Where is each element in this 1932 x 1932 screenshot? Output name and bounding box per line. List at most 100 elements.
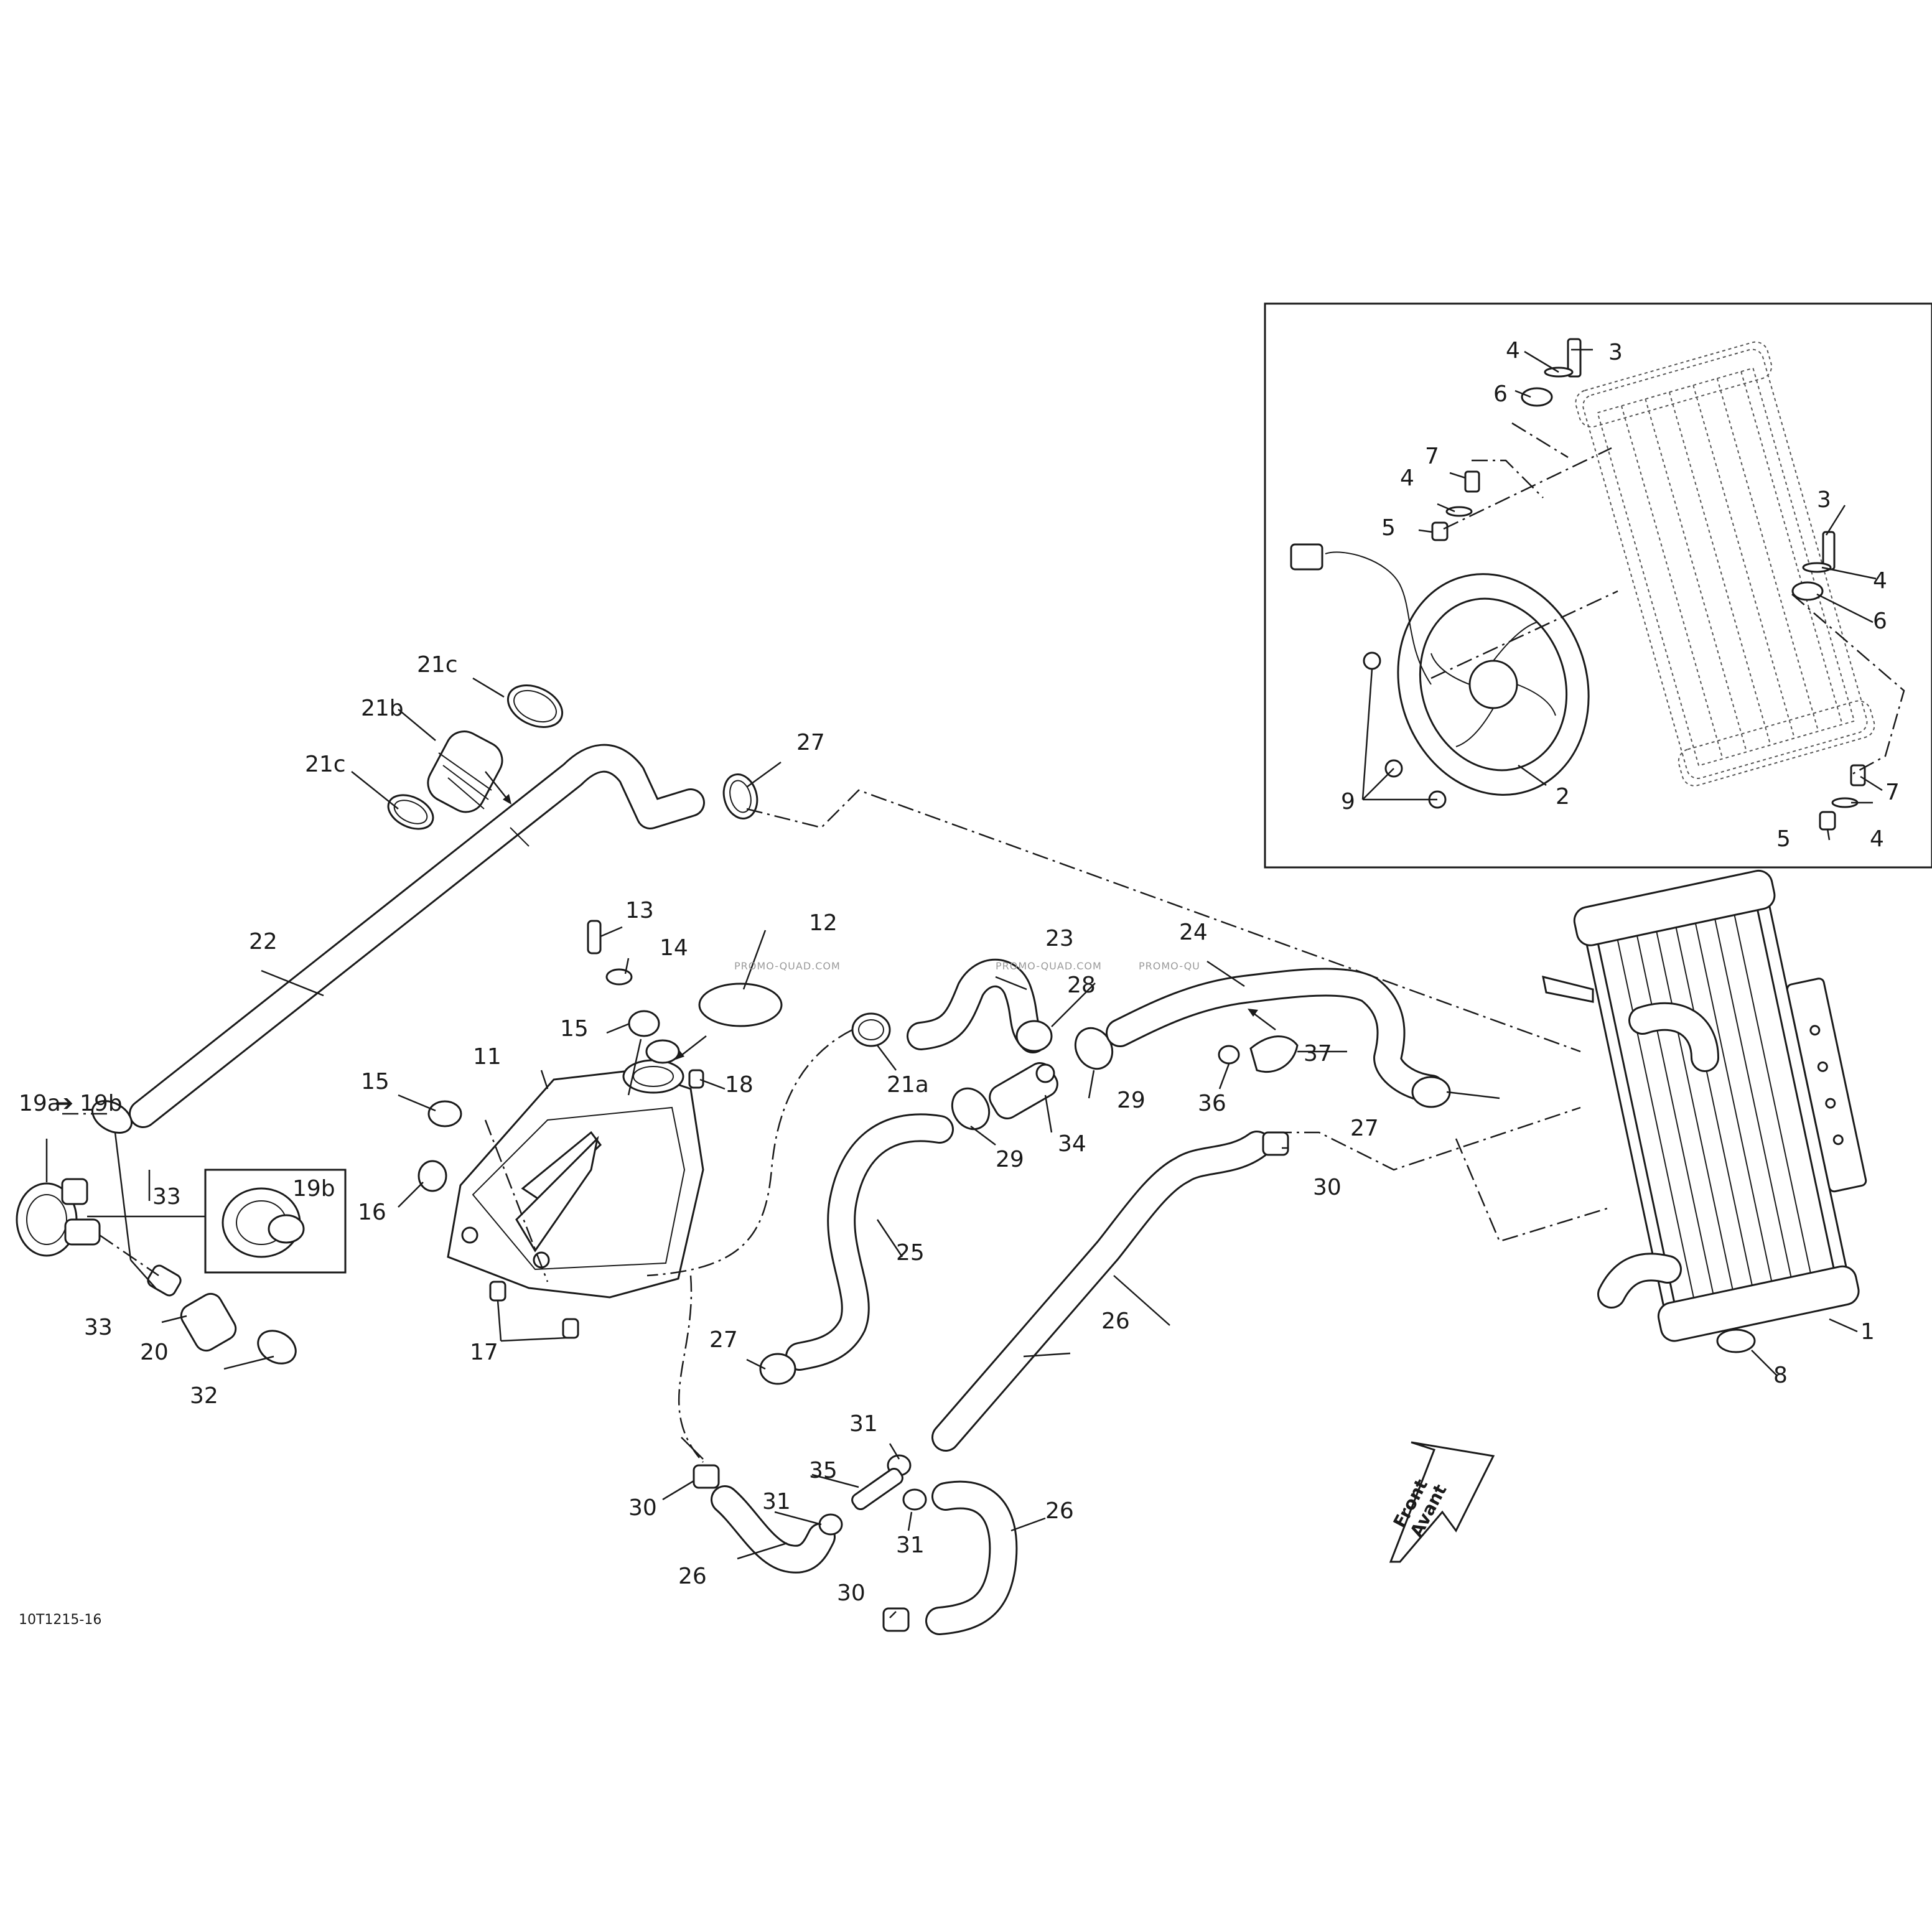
inset-frame xyxy=(1264,302,1932,869)
clamp-30-left xyxy=(693,1464,720,1489)
nut-18 xyxy=(688,1069,704,1089)
label-27-right: 27 xyxy=(1350,1116,1379,1141)
label-31-top: 31 xyxy=(849,1411,878,1437)
label-25: 25 xyxy=(896,1240,925,1266)
label-27-top: 27 xyxy=(796,730,825,755)
label-7-a: 7 xyxy=(1425,444,1439,469)
hose-26-lower-left xyxy=(711,1485,836,1574)
label-14: 14 xyxy=(660,935,688,961)
screw-13 xyxy=(587,920,602,954)
clamp-27-bottom xyxy=(759,1353,796,1385)
label-26-right: 26 xyxy=(1045,1498,1074,1524)
label-33-upper: 33 xyxy=(152,1184,181,1210)
label-4-b: 4 xyxy=(1400,465,1414,491)
label-29-right: 29 xyxy=(1117,1088,1146,1113)
label-21c-left: 21c xyxy=(305,752,346,777)
label-4-a: 4 xyxy=(1506,338,1520,363)
hose-26-lower-right xyxy=(925,1480,1018,1635)
label-35: 35 xyxy=(809,1458,838,1483)
clamp-32 xyxy=(257,1330,297,1365)
label-24: 24 xyxy=(1179,920,1208,945)
washer-8 xyxy=(1716,1328,1756,1353)
thermostat-detail-frame xyxy=(204,1169,347,1274)
washer-14 xyxy=(605,968,633,986)
sleeve-21b xyxy=(427,730,503,813)
label-6-b: 6 xyxy=(1873,609,1887,634)
label-31-left: 31 xyxy=(762,1489,791,1514)
label-19b: 19b xyxy=(292,1176,335,1202)
figure-code: 10T1215-16 xyxy=(19,1612,101,1628)
label-9: 9 xyxy=(1341,789,1355,814)
nut-17-b xyxy=(562,1318,579,1339)
label-28: 28 xyxy=(1067,973,1096,998)
label-19b-arrow: 19b xyxy=(80,1091,123,1116)
hose-22 xyxy=(129,744,705,1128)
label-29-left: 29 xyxy=(996,1147,1024,1172)
connector-34 xyxy=(989,1062,1058,1119)
tee-35 xyxy=(851,1467,903,1511)
label-33-lower: 33 xyxy=(84,1315,113,1340)
watermark-1: PROMO-QUAD.COM xyxy=(734,960,841,972)
label-23: 23 xyxy=(1045,926,1074,951)
cap-12-icon xyxy=(698,982,783,1027)
label-21b: 21b xyxy=(361,696,404,721)
inset-radiator-icon xyxy=(1575,341,1875,786)
clip-36 xyxy=(1218,1045,1240,1065)
hose-23 xyxy=(907,958,1047,1053)
gasket-cap xyxy=(645,1039,680,1064)
clamp-27-top xyxy=(722,773,758,819)
coolant-reservoir-icon xyxy=(447,1059,704,1299)
nut-17-a xyxy=(489,1281,506,1302)
hose-20 xyxy=(180,1292,237,1352)
label-13: 13 xyxy=(625,898,654,923)
label-11: 11 xyxy=(473,1044,502,1070)
label-36: 36 xyxy=(1198,1091,1226,1116)
label-30-left: 30 xyxy=(628,1495,657,1521)
thermostat-housing-icon xyxy=(16,1178,101,1257)
label-15-left: 15 xyxy=(361,1069,390,1094)
clamp-28 xyxy=(1015,1020,1053,1052)
grommet-15-top xyxy=(628,1010,660,1037)
label-4-d: 4 xyxy=(1870,826,1884,852)
cooling-fan-icon xyxy=(1290,543,1590,796)
clamp-29-left xyxy=(951,1087,991,1131)
hose-25 xyxy=(785,1113,954,1371)
radiator-icon xyxy=(1542,869,1867,1342)
clamp-30-bottom xyxy=(882,1607,910,1632)
clamp-21c-top xyxy=(506,684,564,728)
label-30-right: 30 xyxy=(1313,1175,1342,1200)
front-direction-arrow-icon: Front Avant xyxy=(1389,1441,1495,1563)
label-4-c: 4 xyxy=(1873,568,1887,594)
watermark-3: PROMO-QU xyxy=(1139,960,1200,972)
hose-24 xyxy=(1106,968,1445,1103)
label-5-b: 5 xyxy=(1776,826,1791,852)
clamp-33-upper xyxy=(91,1099,133,1134)
label-12: 12 xyxy=(809,910,838,936)
label-3-b: 3 xyxy=(1817,487,1831,513)
label-26-left: 26 xyxy=(678,1564,707,1589)
label-18: 18 xyxy=(725,1072,754,1098)
clamp-21c-left xyxy=(387,794,434,830)
label-31-right: 31 xyxy=(896,1533,925,1558)
label-17: 17 xyxy=(470,1340,498,1365)
label-26-long: 26 xyxy=(1101,1309,1130,1334)
grommet-16 xyxy=(418,1160,447,1192)
bracket-37 xyxy=(1249,1035,1299,1073)
watermark-2: PROMO-QUAD.COM xyxy=(996,960,1102,972)
label-32: 32 xyxy=(190,1383,218,1409)
label-3-a: 3 xyxy=(1608,340,1623,365)
label-6-a: 6 xyxy=(1493,381,1508,407)
clamp-30-right xyxy=(1262,1131,1289,1156)
label-21c-top: 21c xyxy=(417,652,458,678)
clamp-31-right xyxy=(902,1488,927,1511)
label-19a: 19a xyxy=(19,1091,61,1116)
label-1: 1 xyxy=(1860,1319,1875,1345)
label-37: 37 xyxy=(1304,1041,1332,1066)
label-21a: 21a xyxy=(887,1072,929,1098)
clamp-21a xyxy=(851,1012,891,1047)
thermostat-detail-icon xyxy=(222,1187,305,1258)
label-16: 16 xyxy=(358,1200,386,1225)
label-20: 20 xyxy=(140,1340,169,1365)
hose-26-long xyxy=(931,1131,1271,1452)
